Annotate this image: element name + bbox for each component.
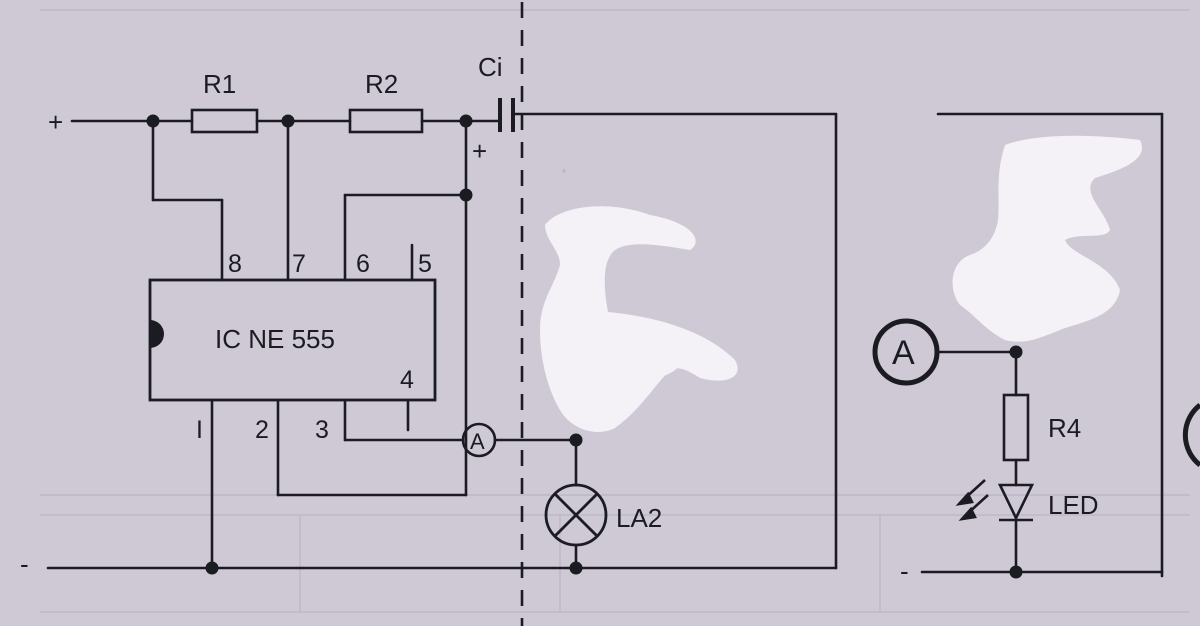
label-pin8: 8 — [228, 250, 242, 278]
label-ammeter-large: A — [892, 334, 915, 372]
label-c1: Ci — [478, 52, 503, 82]
junction-dots — [146, 114, 1023, 579]
ammeter-circle-icon — [461, 422, 497, 458]
label-r1: R1 — [203, 69, 236, 99]
label-pin6: 6 — [356, 250, 370, 278]
white-smudge-left — [540, 206, 738, 432]
label-pin3: 3 — [315, 416, 329, 444]
label-ammeter-small: A — [470, 429, 485, 454]
label-pin4: 4 — [400, 366, 414, 394]
resistor-r4 — [1002, 393, 1030, 462]
label-pin7: 7 — [292, 250, 306, 278]
label-ic: IC NE 555 — [215, 324, 335, 354]
resistor-r1 — [190, 108, 259, 134]
light-emission-arrows-icon — [955, 479, 989, 521]
label-lamp: LA2 — [616, 503, 662, 533]
label-supply-plus: + — [48, 107, 63, 137]
white-smudge-right — [952, 135, 1142, 342]
label-pin1: I — [196, 416, 203, 444]
label-led: LED — [1048, 490, 1099, 520]
lamp-cross-circle-icon — [544, 483, 608, 547]
offpage-symbol-edge — [1182, 403, 1200, 467]
ic-ne555 — [148, 278, 437, 402]
bleed-through-text: · — [560, 157, 568, 187]
label-supply-minus-left: - — [20, 549, 29, 579]
label-r4: R4 — [1048, 413, 1081, 443]
capacitor-c1 — [498, 98, 515, 132]
wires — [46, 112, 1164, 578]
label-pin2: 2 — [255, 416, 269, 444]
label-supply-minus-right: - — [900, 556, 909, 586]
led-diode-icon — [997, 483, 1035, 522]
label-c1-polarity: + — [472, 136, 487, 166]
semicircle-notch-icon — [150, 320, 164, 348]
svg-text:·: · — [560, 157, 568, 187]
ammeter-circle-icon — [872, 318, 940, 386]
label-r2: R2 — [365, 69, 398, 99]
label-pin5: 5 — [418, 250, 432, 278]
resistor-r2 — [348, 108, 424, 134]
